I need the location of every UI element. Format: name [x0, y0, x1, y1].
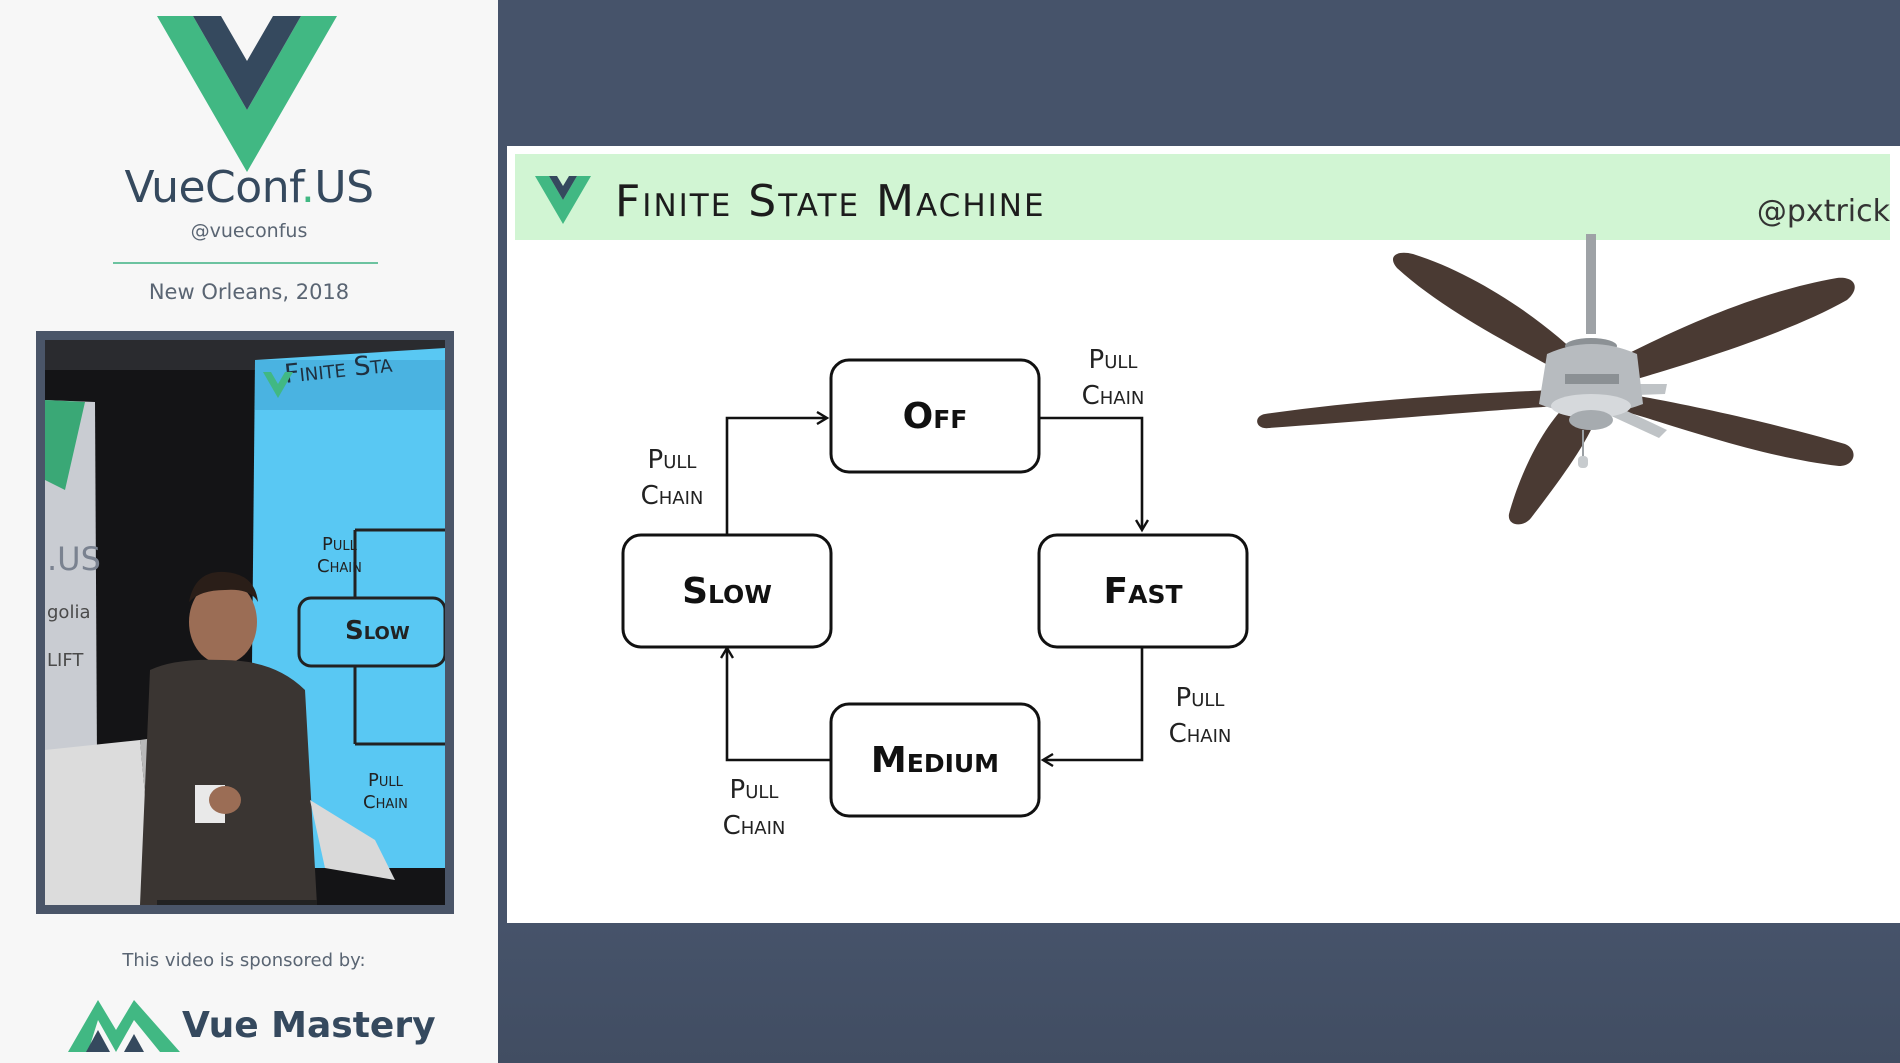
video-sign-lift: LIFT — [47, 650, 84, 671]
edge-slow-to-off — [725, 418, 827, 534]
conference-title: VueConf.US — [124, 162, 374, 213]
state-fast-label: Fast — [1104, 571, 1183, 612]
video-frame: Finite Sta Pull Chain Slow Pull Chain .U… — [45, 340, 445, 905]
background-band — [498, 923, 1900, 1063]
divider — [113, 262, 378, 264]
video-sign-us: .US — [47, 540, 101, 578]
vue-logo-icon — [157, 16, 337, 172]
edge-label-fast-medium-1: Pull — [1176, 683, 1225, 713]
edge-off-to-fast — [1039, 416, 1142, 530]
presentation-slide: Finite State Machine @pxtrick Off Slow F… — [507, 146, 1900, 923]
ceiling-fan-image — [1257, 234, 1855, 525]
speaker-video[interactable]: Finite Sta Pull Chain Slow Pull Chain .U… — [36, 331, 454, 914]
video-sign-golia: golia — [47, 602, 91, 623]
edge-label-medium-slow-1: Pull — [730, 775, 779, 805]
vue-mastery-logo-icon — [68, 1000, 180, 1052]
edge-label-slow-off-1: Pull — [648, 445, 697, 475]
state-machine-diagram: Off Slow Fast Medium Pull Chain Pull Cha… — [621, 345, 1249, 841]
slide-title: Finite State Machine — [615, 176, 1046, 227]
state-fast-box — [1037, 533, 1249, 649]
video-scene — [45, 340, 445, 905]
conference-location: New Orleans, 2018 — [148, 280, 350, 304]
state-slow-box — [621, 533, 833, 649]
edge-label-fast-medium-2: Chain — [1169, 719, 1232, 749]
state-slow-label: Slow — [682, 571, 772, 612]
conference-handle: @vueconfus — [190, 220, 308, 242]
video-pull-chain-label-top: Pull Chain — [317, 534, 362, 577]
sidebar: VueConf.US @vueconfus New Orleans, 2018 — [0, 0, 498, 1063]
state-off-label: Off — [903, 396, 968, 437]
edge-label-off-fast-1: Pull — [1089, 345, 1138, 375]
vue-icon — [535, 176, 591, 224]
slide-header: Finite State Machine @pxtrick — [515, 154, 1890, 240]
edge-medium-to-slow — [727, 648, 831, 762]
sponsor-name: Vue Mastery — [182, 1005, 436, 1046]
edge-label-off-fast-2: Chain — [1082, 381, 1145, 411]
edge-fast-to-medium — [1043, 648, 1144, 760]
edge-label-medium-slow-2: Chain — [723, 811, 786, 841]
state-off-box — [829, 358, 1041, 474]
state-medium-label: Medium — [871, 740, 999, 781]
video-vue-icon — [263, 372, 293, 398]
edge-label-slow-off-2: Chain — [641, 481, 704, 511]
sponsor-text: This video is sponsored by: — [122, 950, 366, 971]
video-slow-label: Slow — [345, 616, 410, 646]
video-pull-chain-label-bottom: Pull Chain — [363, 770, 408, 813]
slide-author-handle: @pxtrick — [1756, 194, 1890, 229]
state-medium-box — [829, 702, 1041, 818]
